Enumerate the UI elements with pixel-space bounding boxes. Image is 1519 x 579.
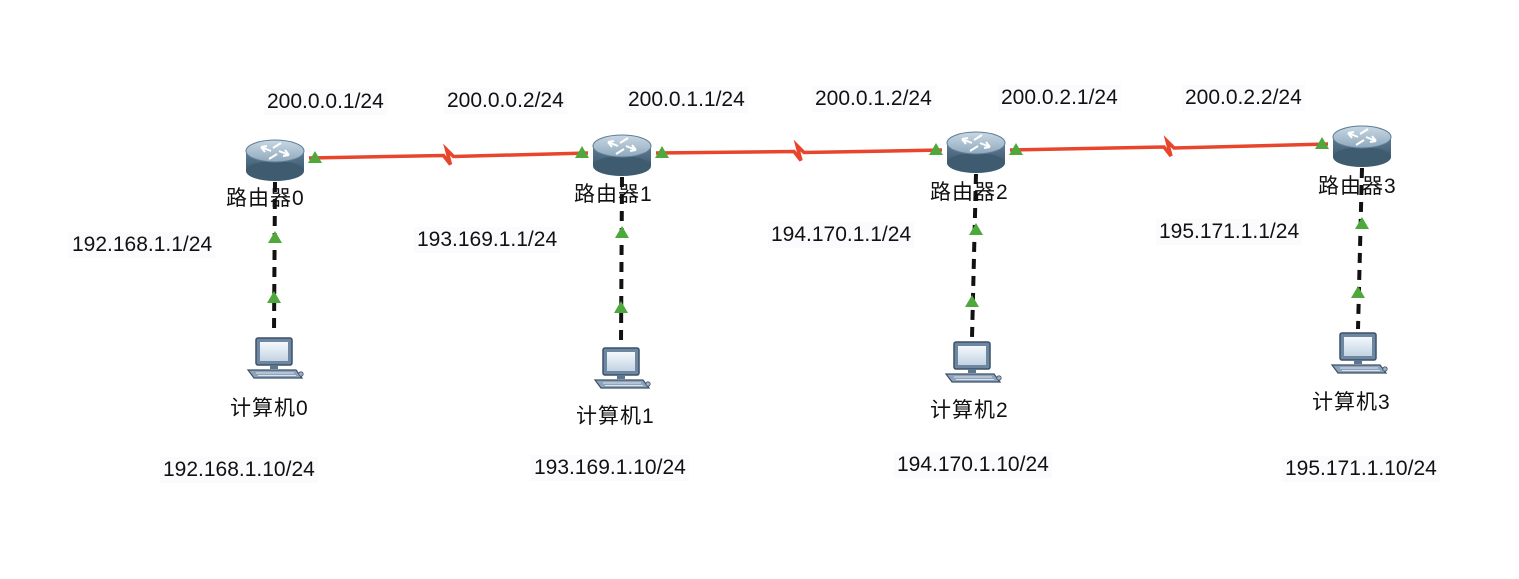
- router-icon: [1332, 125, 1392, 168]
- ethernet-port-up-router-3: [1355, 217, 1369, 229]
- ethernet-port-up-pc-3: [1351, 286, 1365, 298]
- pc-3-label: 计算机3: [1312, 391, 1391, 414]
- pc-0-label: 计算机0: [230, 397, 309, 420]
- router-icon: [592, 134, 652, 177]
- serial-port-up-0-b: [575, 146, 589, 158]
- ethernet-link-1: [619, 176, 624, 345]
- gateway-ip-r0: 192.168.1.1/24: [69, 232, 216, 258]
- ethernet-link-3: [1356, 167, 1364, 330]
- gateway-ip-r2: 194.170.1.1/24: [768, 222, 915, 248]
- ethernet-port-up-pc-1: [614, 301, 628, 313]
- serial-port-up-2-a: [1009, 143, 1023, 155]
- gateway-ip-r3: 195.171.1.1/24: [1156, 219, 1303, 245]
- ethernet-port-up-pc-2: [965, 295, 979, 307]
- pc-icon: [594, 347, 651, 389]
- ethernet-link-2: [970, 173, 978, 339]
- ethernet-port-up-pc-0: [267, 291, 281, 303]
- serial-port-up-2-b: [1315, 137, 1329, 149]
- gateway-ip-r1: 193.169.1.1/24: [414, 227, 561, 253]
- serial-link-1: [655, 139, 943, 162]
- serial-link-0: [308, 143, 589, 166]
- router-1-label: 路由器1: [574, 183, 653, 206]
- serial-port-up-1-a: [655, 146, 669, 158]
- pc-3-ip: 195.171.1.10/24: [1282, 456, 1440, 482]
- pc-0-ip: 192.168.1.10/24: [160, 457, 318, 483]
- router-3-label: 路由器3: [1318, 175, 1397, 198]
- pc-icon: [1331, 332, 1388, 374]
- serial-ip-r1-right: 200.0.1.1/24: [625, 87, 748, 113]
- pc-icon: [247, 337, 304, 379]
- pc-icon: [945, 341, 1002, 383]
- pc-1-label: 计算机1: [576, 405, 655, 428]
- serial-ip-r0: 200.0.0.1/24: [264, 89, 387, 115]
- ethernet-link-0: [272, 181, 277, 335]
- router-icon: [946, 131, 1006, 174]
- pc-2-ip: 194.170.1.10/24: [894, 452, 1052, 478]
- pc-2-label: 计算机2: [930, 399, 1009, 422]
- serial-ip-r2-left: 200.0.1.2/24: [812, 86, 935, 112]
- ethernet-port-up-router-1: [615, 226, 629, 238]
- serial-ip-r2-right: 200.0.2.1/24: [998, 85, 1121, 111]
- pc-1-ip: 193.169.1.10/24: [531, 455, 689, 481]
- ethernet-port-up-router-0: [268, 231, 282, 243]
- router-icon: [245, 139, 305, 182]
- router-0-label: 路由器0: [226, 187, 305, 210]
- serial-ip-r1-left: 200.0.0.2/24: [444, 88, 567, 114]
- router-2-label: 路由器2: [930, 181, 1009, 204]
- ethernet-port-up-router-2: [969, 223, 983, 235]
- serial-link-2: [1009, 135, 1329, 158]
- serial-port-up-0-a: [308, 151, 322, 163]
- serial-port-up-1-b: [929, 143, 943, 155]
- serial-ip-r3: 200.0.2.2/24: [1182, 85, 1305, 111]
